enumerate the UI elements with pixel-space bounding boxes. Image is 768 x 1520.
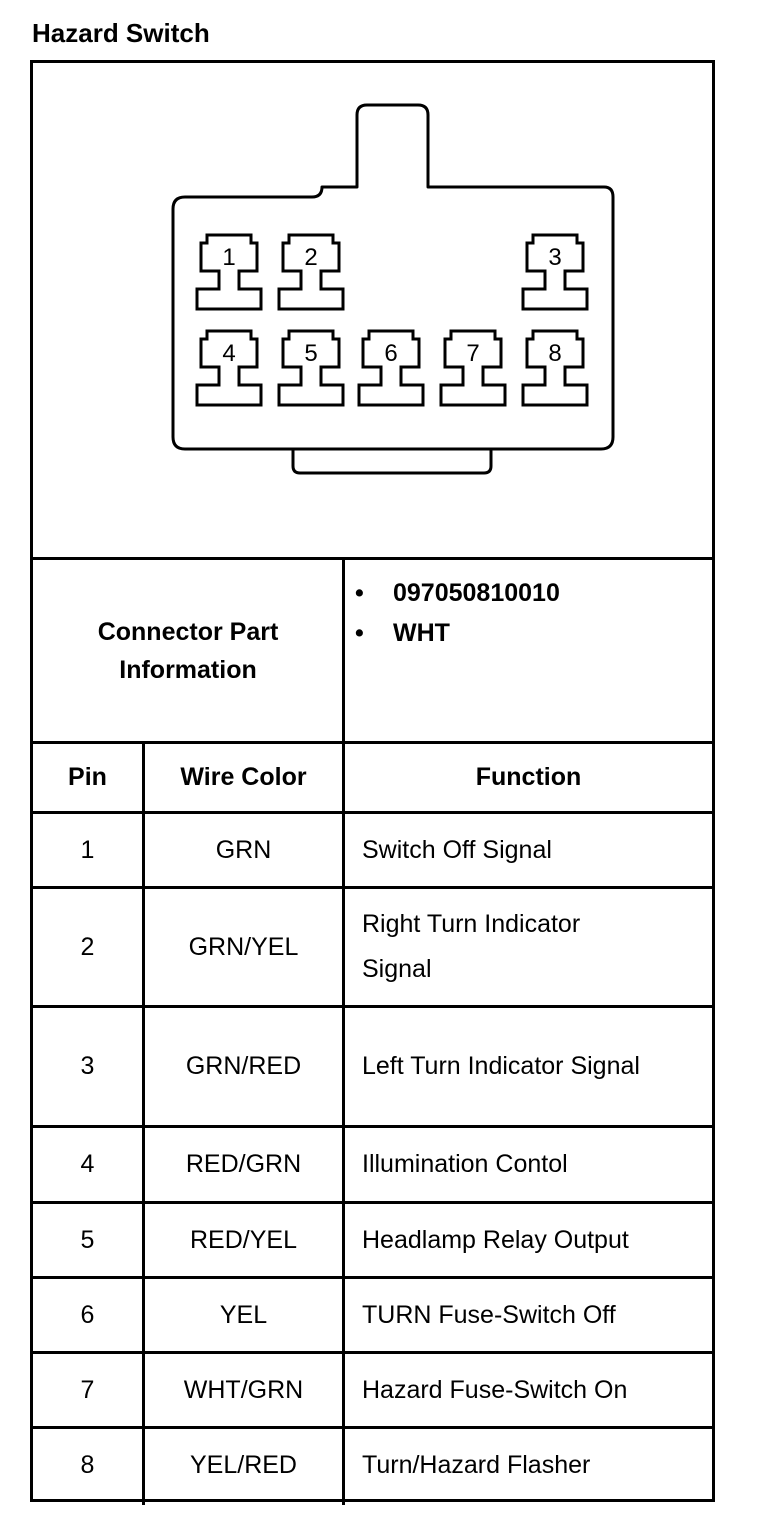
row-divider (33, 1005, 712, 1008)
pin-cavity (357, 329, 425, 407)
connector-part-number: 097050810010 (393, 578, 560, 607)
list-item: • 097050810010 (355, 573, 560, 613)
pin-cell: 4 (80, 1150, 95, 1178)
pin-number: 8 (548, 340, 561, 367)
wire-color-cell: WHT/GRN (183, 1375, 304, 1404)
wire-color-cell: YEL (219, 1300, 268, 1329)
connector-info-label: Connector Part Information (33, 560, 343, 741)
header-pin: Pin (68, 763, 107, 791)
pin-cell: 8 (80, 1451, 95, 1479)
pin-cell: 3 (80, 1052, 95, 1080)
pin-cell: 2 (80, 932, 95, 961)
connector-info-list: • 097050810010 • WHT (355, 573, 560, 653)
pin-cavity (195, 329, 263, 407)
pin-number: 6 (384, 340, 397, 367)
divider (33, 557, 712, 560)
row-divider (33, 1276, 712, 1279)
pin-number: 3 (548, 244, 561, 271)
pin-number: 5 (304, 340, 317, 367)
wire-color-cell: YEL/RED (190, 1451, 297, 1479)
divider (33, 741, 712, 744)
page-title: Hazard Switch (32, 18, 210, 48)
function-cell: Switch Off Signal (362, 835, 552, 864)
header-function: Function (475, 763, 582, 791)
function-cell: Headlamp Relay Output (362, 1225, 629, 1254)
pin-cell: 6 (80, 1300, 95, 1329)
connector-color: WHT (393, 618, 450, 647)
row-divider (33, 1125, 712, 1128)
divider (142, 741, 145, 1505)
header-wire-color: Wire Color (180, 763, 307, 791)
divider (342, 557, 345, 743)
pin-cavity (521, 233, 589, 311)
row-divider (33, 1201, 712, 1204)
row-divider (33, 886, 712, 889)
function-cell: Turn/Hazard Flasher (362, 1451, 591, 1479)
pin-number: 2 (304, 244, 317, 271)
connector-table: 1 2 3 4 5 6 7 8 Connector Part Information • 09… (30, 60, 715, 1505)
pin-number: 1 (222, 244, 235, 271)
list-item: • WHT (355, 613, 560, 653)
divider (342, 741, 345, 1505)
function-cell: Illumination Contol (362, 1150, 568, 1178)
pin-cavity (521, 329, 589, 407)
function-cell: Hazard Fuse-Switch On (362, 1375, 628, 1404)
pin-number: 4 (222, 340, 235, 367)
wire-color-cell: RED/YEL (190, 1225, 297, 1254)
pin-cavity (277, 329, 345, 407)
function-cell: Left Turn Indicator Signal (362, 1052, 640, 1080)
pin-cell: 5 (80, 1225, 95, 1254)
pin-cavity (195, 233, 263, 311)
pin-cavity (277, 233, 345, 311)
pin-cavity (439, 329, 507, 407)
pin-cell: 1 (80, 835, 95, 864)
bullet: • (355, 578, 364, 607)
bullet: • (355, 618, 364, 647)
connector-info-label-line1: Connector Part (97, 617, 279, 646)
function-cell: TURN Fuse-Switch Off (362, 1300, 616, 1329)
connector-diagram: 1 2 3 4 5 6 7 8 (171, 103, 615, 475)
pin-cell: 7 (80, 1375, 95, 1404)
row-divider (33, 1351, 712, 1354)
wire-color-cell: GRN/RED (185, 1052, 302, 1080)
wire-color-cell: GRN (215, 835, 272, 864)
row-divider (33, 811, 712, 814)
function-cell: Right Turn Indicator Signal (362, 910, 581, 983)
pin-number: 7 (466, 340, 479, 367)
row-divider (33, 1426, 712, 1429)
wire-color-cell: GRN/YEL (188, 932, 299, 961)
connector-info-label-line2: Information (119, 655, 257, 684)
wire-color-cell: RED/GRN (185, 1150, 302, 1178)
